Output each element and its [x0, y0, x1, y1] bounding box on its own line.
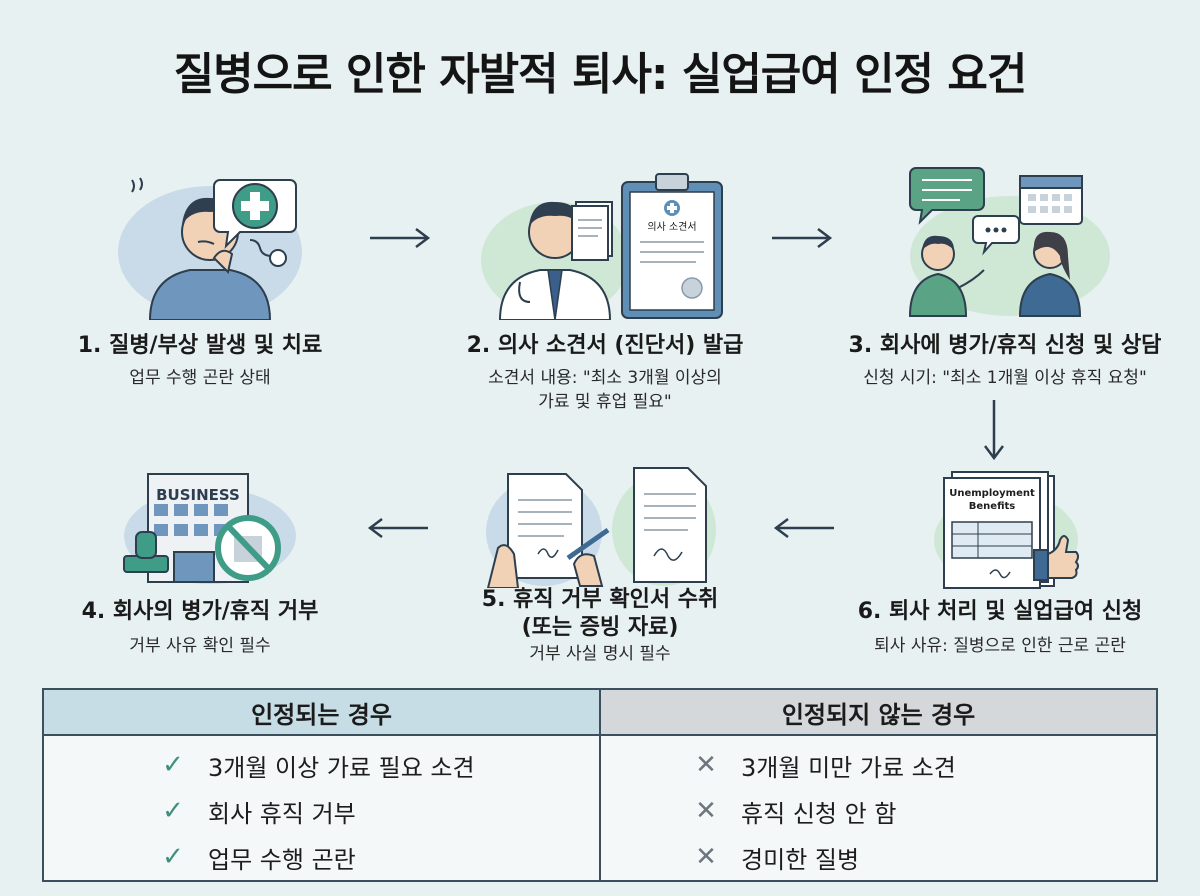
cross-icon: ✕: [695, 796, 717, 826]
step-2-sub-line2: 가료 및 휴업 필요": [538, 392, 672, 412]
list-item: ✓ 3개월 이상 가료 필요 소견: [44, 742, 599, 788]
step-5-label: 5. 휴직 거부 확인서 수취: [481, 587, 719, 612]
business-building-icon: [123, 473, 296, 584]
document-stack-icon: [571, 201, 613, 261]
list-item: ✕ 3개월 미만 가료 소견: [601, 742, 1156, 788]
check-icon: ✓: [162, 842, 184, 872]
medical-cross-icon: [213, 179, 297, 249]
check-icon: ✓: [162, 750, 184, 780]
medical-opinion-doc-label: 의사 소견서: [647, 222, 697, 233]
not-recognized-item: 휴직 신청 안 함: [741, 799, 897, 828]
step-3-sub: 신청 시기: "최소 1개월 이상 휴직 요청": [863, 368, 1147, 388]
step-4-label: 4. 회사의 병가/휴직 거부: [81, 599, 319, 624]
benefits-doc-title-line2: Benefits: [968, 501, 1016, 512]
not-recognized-item: 3개월 미만 가료 소견: [741, 753, 956, 782]
consultation-illustration: [908, 167, 1110, 317]
step-2-sub: 소견서 내용: "최소 3개월 이상의: [488, 368, 722, 388]
step-3: 3. 회사에 병가/휴직 신청 및 상담 신청 시기: "최소 1개월 이상 휴…: [830, 160, 1180, 400]
building-sign-label: BUSINESS: [156, 486, 240, 504]
not-recognized-item: 경미한 질병: [741, 845, 860, 874]
step-1-sub: 업무 수행 곤란 상태: [129, 368, 271, 388]
step-5: 5. 휴직 거부 확인서 수취 (또는 증빙 자료) 거부 사실 명시 필수: [420, 460, 780, 670]
list-item: ✓ 업무 수행 곤란: [44, 834, 599, 880]
requirements-table: 인정되는 경우 인정되지 않는 경우 ✓ 3개월 이상 가료 필요 소견 ✓ 회사 …: [41, 688, 1158, 882]
step-4: BUSINESS 4. 회사의 병가/휴직 거부 거부 사유 확인 필수: [30, 470, 370, 670]
step-4-sub: 거부 사유 확인 필수: [129, 636, 271, 656]
arrow-down-icon: [984, 400, 1004, 461]
arrow-left-icon: [367, 518, 428, 538]
not-recognized-column: ✕ 3개월 미만 가료 소견 ✕ 휴직 신청 안 함 ✕ 경미한 질병: [599, 734, 1158, 882]
benefits-doc-title-line1: Unemployment: [949, 488, 1035, 499]
cross-icon: ✕: [695, 750, 717, 780]
recognized-item: 업무 수행 곤란: [208, 845, 356, 874]
recognized-header: 인정되는 경우: [41, 688, 602, 736]
signing-document-illustration: [486, 467, 716, 588]
recognized-item: 회사 휴직 거부: [208, 799, 356, 828]
list-item: ✕ 경미한 질병: [601, 834, 1156, 880]
cross-icon: ✕: [695, 842, 717, 872]
unemployment-benefits-document-icon: [934, 471, 1079, 589]
not-recognized-header: 인정되지 않는 경우: [599, 688, 1158, 736]
step-6: Unemployment Benefits 6. 퇴사 처리 및 실업급여 신청…: [820, 470, 1180, 670]
recognized-column: ✓ 3개월 이상 가료 필요 소견 ✓ 회사 휴직 거부 ✓ 업무 수행 곤란: [41, 734, 602, 882]
page-title: 질병으로 인한 자발적 퇴사: 실업급여 인정 요건: [173, 49, 1028, 100]
arrow-right-icon: [772, 228, 833, 248]
step-2: 의사 소견서 2. 의사 소견서 (진단서) 발급 소견서 내용: "최소 3개…: [440, 160, 770, 420]
step-5-sub: 거부 사실 명시 필수: [529, 644, 671, 664]
clipboard-icon: [621, 173, 723, 319]
check-icon: ✓: [162, 796, 184, 826]
list-item: ✓ 회사 휴직 거부: [44, 788, 599, 834]
step-5-label-line2: (또는 증빙 자료): [521, 615, 679, 640]
step-6-sub: 퇴사 사유: 질병으로 인한 근로 곤란: [874, 636, 1126, 656]
step-1: 1. 질병/부상 발생 및 치료 업무 수행 곤란 상태: [40, 160, 360, 400]
step-1-label: 1. 질병/부상 발생 및 치료: [77, 333, 323, 358]
arrow-right-icon: [370, 228, 431, 248]
step-6-label: 6. 퇴사 처리 및 실업급여 신청: [857, 599, 1143, 624]
list-item: ✕ 휴직 신청 안 함: [601, 788, 1156, 834]
recognized-item: 3개월 이상 가료 필요 소견: [208, 753, 475, 782]
step-3-label: 3. 회사에 병가/휴직 신청 및 상담: [848, 333, 1162, 358]
arrow-left-icon: [773, 518, 834, 538]
step-2-label: 2. 의사 소견서 (진단서) 발급: [466, 333, 744, 358]
